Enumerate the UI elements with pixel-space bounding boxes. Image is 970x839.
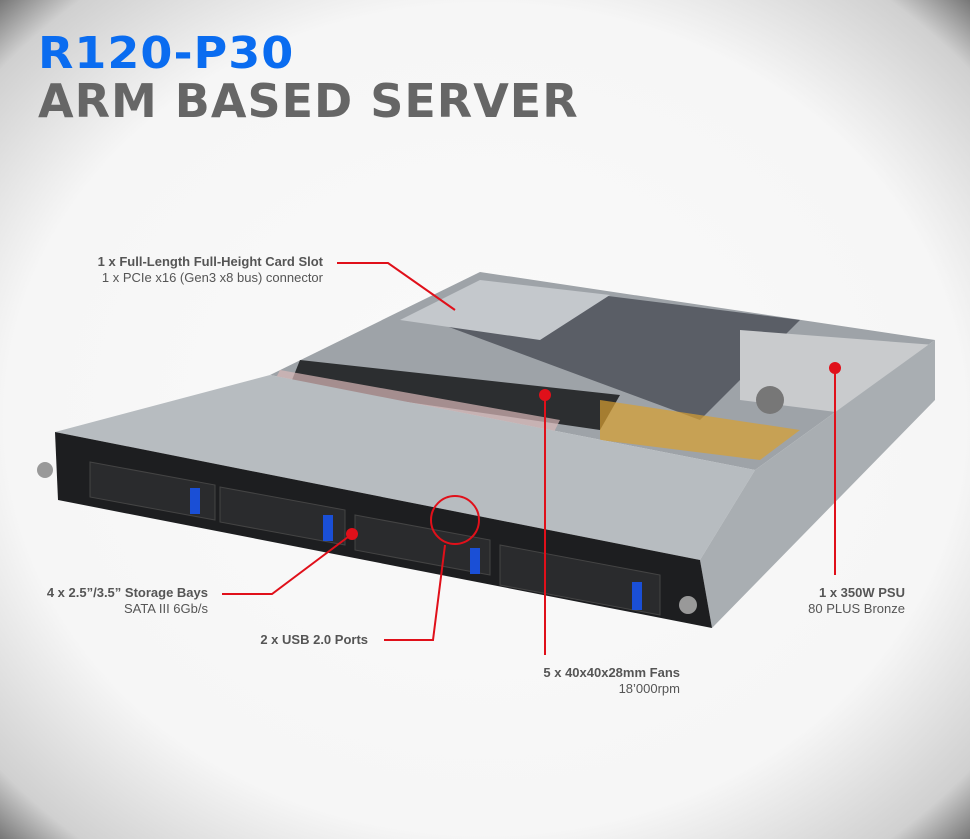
wiring bbox=[600, 400, 800, 460]
drive-bays bbox=[89, 461, 661, 616]
psu-dot bbox=[829, 362, 841, 374]
fans-title: 5 x 40x40x28mm Fans bbox=[543, 665, 680, 680]
fans-dot bbox=[539, 389, 551, 401]
storage-dot bbox=[346, 528, 358, 540]
psu-callout: 1 x 350W PSU 80 PLUS Bronze bbox=[808, 585, 905, 617]
usb-title: 2 x USB 2.0 Ports bbox=[260, 632, 368, 647]
subtitle: ARM BASED SERVER bbox=[38, 74, 579, 128]
fan-row bbox=[290, 360, 620, 430]
usb-highlight-circle bbox=[430, 495, 480, 545]
card-slot-title: 1 x Full-Length Full-Height Card Slot bbox=[97, 254, 323, 269]
fans-callout: 5 x 40x40x28mm Fans 18’000rpm bbox=[543, 665, 680, 697]
storage-callout: 4 x 2.5”/3.5” Storage Bays SATA III 6Gb/… bbox=[47, 585, 208, 617]
storage-title: 4 x 2.5”/3.5” Storage Bays bbox=[46, 585, 208, 600]
card-slot-leader bbox=[337, 262, 456, 311]
psu-fan bbox=[756, 386, 784, 414]
model-title: R120-P30 bbox=[38, 27, 295, 79]
thumbscrew-right bbox=[679, 596, 697, 614]
thumbscrew-left bbox=[37, 462, 53, 478]
riser-card-slot bbox=[400, 280, 610, 340]
psu-detail: 80 PLUS Bronze bbox=[808, 601, 905, 616]
chassis-side bbox=[700, 340, 935, 628]
fans-detail: 18’000rpm bbox=[618, 681, 680, 696]
usb-callout: 2 x USB 2.0 Ports bbox=[260, 632, 368, 648]
top-cover bbox=[55, 375, 755, 560]
usb-leader bbox=[384, 544, 446, 641]
card-slot-detail: 1 x PCIe x16 (Gen3 x8 bus) connector bbox=[101, 270, 323, 285]
card-slot-callout: 1 x Full-Length Full-Height Card Slot 1 … bbox=[98, 254, 323, 286]
storage-leader bbox=[222, 533, 353, 595]
psu-title: 1 x 350W PSU bbox=[819, 585, 905, 600]
storage-detail: SATA III 6Gb/s bbox=[123, 601, 208, 616]
